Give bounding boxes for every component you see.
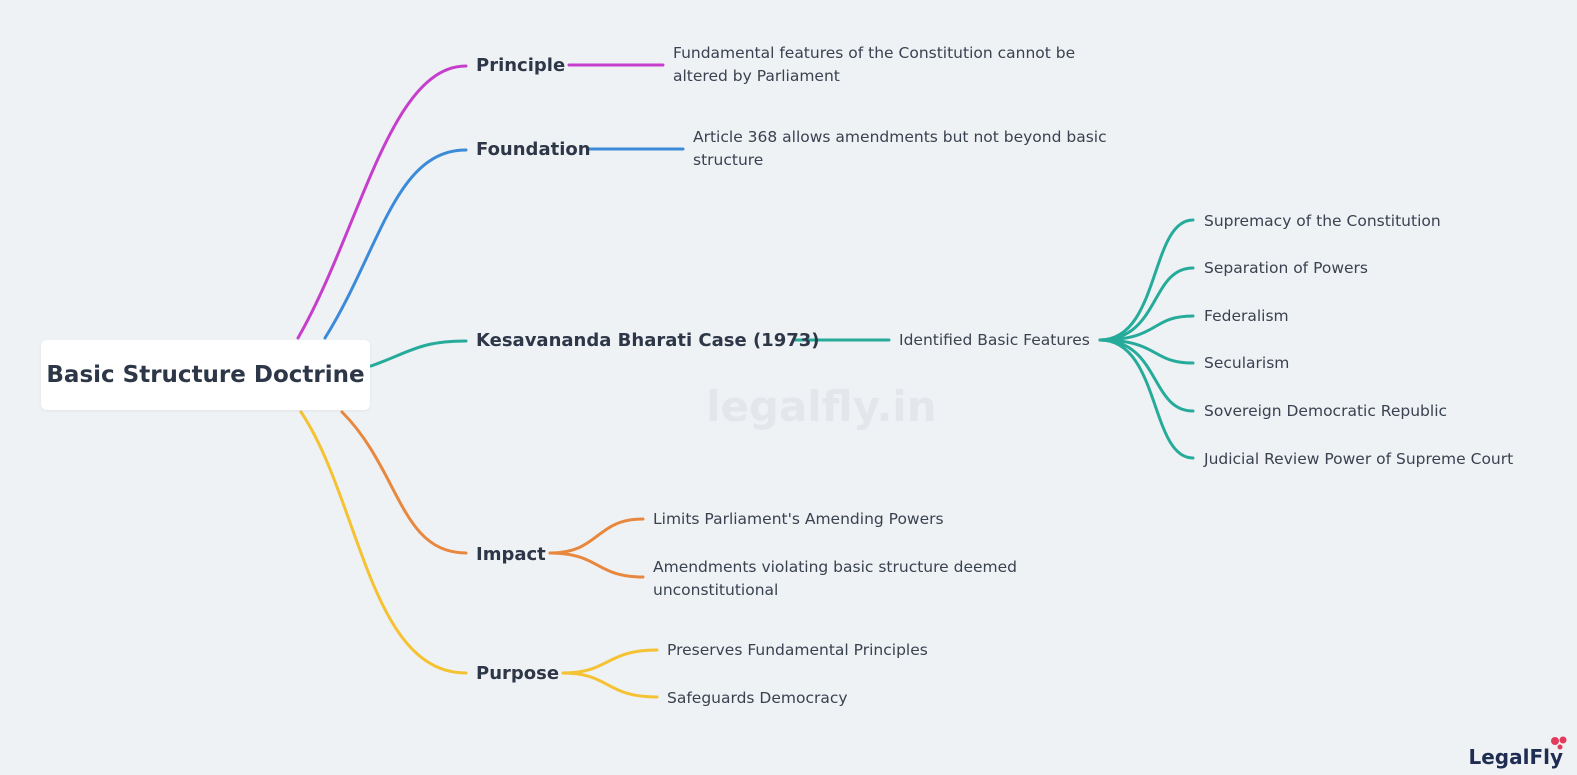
branch-foundation[interactable]: Foundation <box>476 139 591 160</box>
leaf-impact-1[interactable]: Limits Parliament's Amending Powers <box>653 510 944 528</box>
feature-item[interactable]: Sovereign Democratic Republic <box>1204 402 1448 420</box>
leaf-purpose-2[interactable]: Safeguards Democracy <box>667 689 848 707</box>
connector-principle <box>296 64 468 340</box>
connector-foundation <box>323 148 468 340</box>
connector-purpose <box>299 410 468 675</box>
branch-impact[interactable]: Impact <box>476 544 546 565</box>
connector-features-fan <box>1098 218 1195 460</box>
feature-item[interactable]: Separation of Powers <box>1204 259 1369 277</box>
leaf-purpose-1[interactable]: Preserves Fundamental Principles <box>667 641 928 659</box>
connector-impact-leaf-2 <box>548 551 645 579</box>
feature-item[interactable]: Secularism <box>1204 354 1290 372</box>
brand-logo[interactable]: LegalFly <box>1468 745 1563 769</box>
branch-kesavananda[interactable]: Kesavananda Bharati Case (1973) <box>476 330 820 351</box>
connector-impact <box>340 410 468 555</box>
watermark-text: legalfly.in <box>706 382 937 431</box>
branch-principle[interactable]: Principle <box>476 55 566 76</box>
branch-purpose[interactable]: Purpose <box>476 663 560 684</box>
root-node[interactable]: Basic Structure Doctrine <box>41 340 370 410</box>
connector-purpose-leaf-1 <box>561 648 659 675</box>
subnode-identified-basic-features[interactable]: Identified Basic Features <box>899 331 1090 349</box>
root-node-label: Basic Structure Doctrine <box>46 362 365 388</box>
feature-item[interactable]: Supremacy of the Constitution <box>1204 212 1441 230</box>
leaf-foundation-1[interactable]: Article 368 allows amendments but not be… <box>693 128 1107 169</box>
feature-item[interactable]: Judicial Review Power of Supreme Court <box>1204 450 1514 468</box>
connector-impact-leaf-1 <box>548 517 645 555</box>
connector-purpose-leaf-2 <box>561 671 659 699</box>
connector-kesavananda <box>369 339 468 368</box>
brand-butterfly-icon <box>1551 736 1567 750</box>
feature-item[interactable]: Federalism <box>1204 307 1289 325</box>
leaf-impact-2[interactable]: Amendments violating basic structure dee… <box>653 558 1018 599</box>
leaf-principle-1[interactable]: Fundamental features of the Constitution… <box>673 44 1076 85</box>
